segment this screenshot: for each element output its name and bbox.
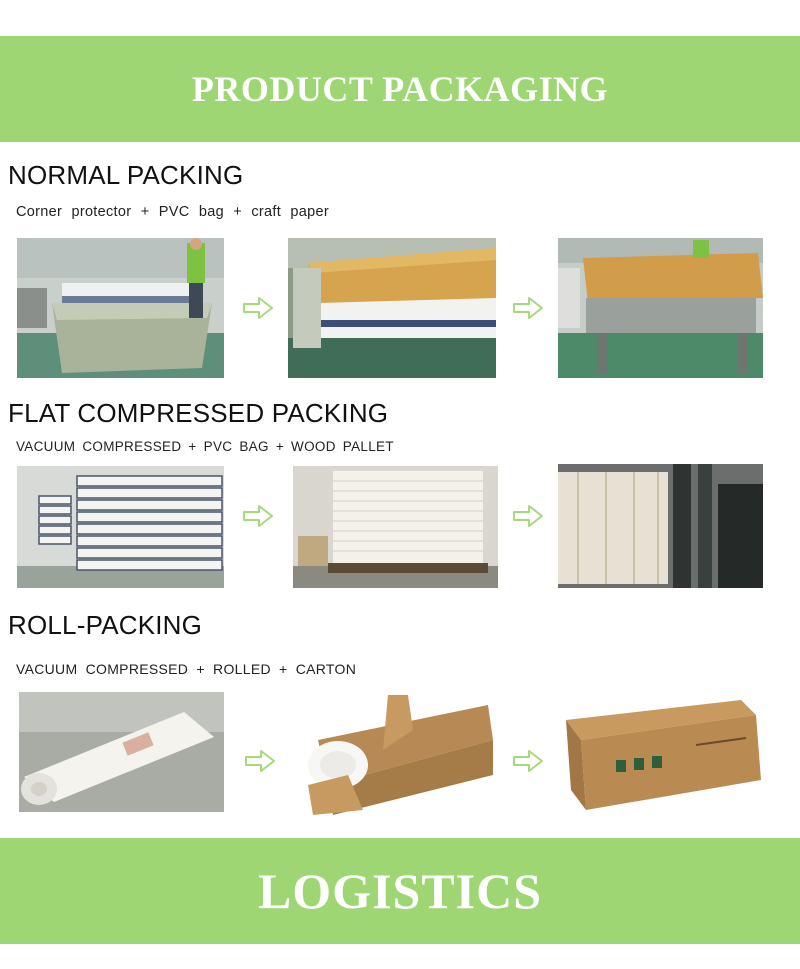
compressed-stack-on-pallet-photo	[293, 466, 498, 588]
rolled-mattress-photo	[19, 692, 224, 812]
craft-paper-wrap-photo	[288, 238, 496, 378]
normal-packing-subtitle: Corner protector + PVC bag + craft paper	[16, 204, 329, 220]
step-arrow-icon	[245, 750, 275, 772]
step-arrow-icon	[243, 505, 273, 527]
normal-packing-title: NORMAL PACKING	[8, 160, 244, 190]
wrapped-mattress-on-table-photo	[558, 238, 763, 378]
roll-packing-subtitle: VACUUM COMPRESSED + ROLLED + CARTON	[16, 661, 357, 677]
logistics-banner: LOGISTICS	[0, 838, 800, 944]
step-arrow-icon	[513, 750, 543, 772]
step-arrow-icon	[513, 505, 543, 527]
flat-compressed-packing-title: FLAT COMPRESSED PACKING	[8, 398, 389, 428]
roll-packing-title: ROLL-PACKING	[8, 610, 203, 640]
sealed-carton-photo	[556, 690, 764, 815]
logistics-title: LOGISTICS	[257, 863, 543, 919]
step-arrow-icon	[243, 297, 273, 319]
packaging-title: PRODUCT PACKAGING	[191, 69, 609, 109]
step-arrow-icon	[513, 297, 543, 319]
stacked-mattresses-photo	[17, 466, 224, 588]
roll-in-carton-photo	[288, 690, 498, 815]
packaging-banner: PRODUCT PACKAGING	[0, 36, 800, 142]
flat-compressed-packing-subtitle: VACUUM COMPRESSED + PVC BAG + WOOD PALLE…	[16, 439, 394, 454]
mattress-in-film-photo	[17, 238, 224, 378]
pallet-on-forklift-photo	[558, 464, 763, 588]
